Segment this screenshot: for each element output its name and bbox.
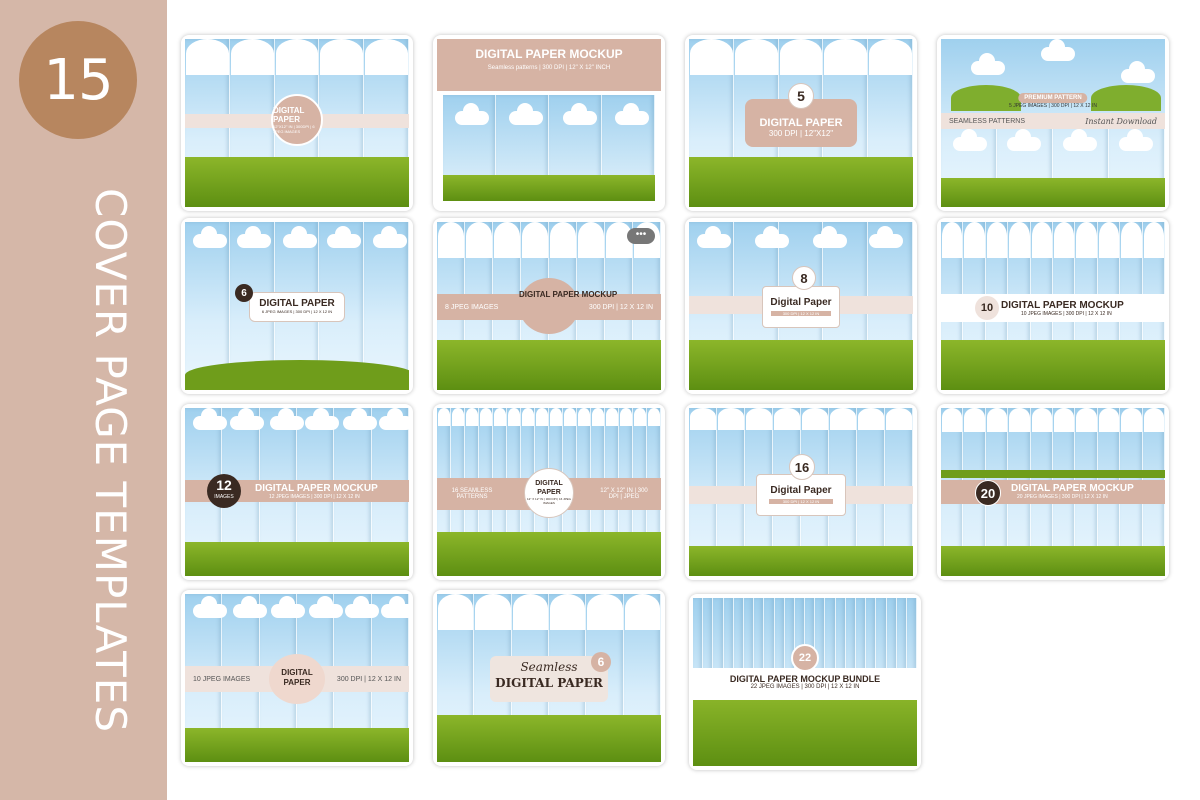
band-right: Instant Download [1085, 116, 1157, 126]
card-title: DIGITAL PAPER MOCKUP [475, 47, 623, 61]
template-card-4[interactable]: PREMIUM PATTERN 5 JPEG IMAGES | 300 DPI … [937, 35, 1169, 211]
band-sub: 10 JPEG IMAGES | 300 DPI | 12 X 12 IN [1021, 311, 1112, 317]
count-text: 15 [43, 47, 113, 113]
premium-sub: 5 JPEG IMAGES | 300 DPI | 12 X 12 IN [1009, 103, 1097, 109]
number-badge: 20 [975, 480, 1001, 506]
band-left: SEAMLESS PATTERNS [949, 117, 1025, 125]
band-right: 300 DPI | 12 X 12 IN [336, 675, 401, 683]
band-title: DIGITAL PAPER MOCKUP [1011, 483, 1134, 494]
number-badge: 8 [792, 266, 816, 290]
number-badge: 10 [975, 296, 999, 320]
vertical-title: COVER PAGE TEMPLATES [85, 187, 135, 733]
more-menu-button[interactable]: ••• [627, 228, 655, 244]
template-card-10[interactable]: 16 SEAMLESS PATTERNS 12" X 12" IN | 300 D… [433, 404, 665, 580]
number-badge: 6 [235, 284, 253, 302]
band-left: 10 JPEG IMAGES [193, 675, 251, 683]
template-card-6[interactable]: 8 JPEG IMAGES 300 DPI | 12 X 12 IN DIGITA… [433, 218, 665, 394]
band-sub: 20 JPEG IMAGES | 300 DPI | 12 X 12 IN [1017, 494, 1108, 500]
premium-tag: PREMIUM PATTERN [1018, 93, 1088, 103]
band-right: 12" X 12" IN | 300 DPI | JPEG [600, 488, 648, 500]
title-seal: DIGITAL PAPER MOCKUP [519, 278, 617, 334]
template-card-13[interactable]: 10 JPEG IMAGES 300 DPI | 12 X 12 IN DIGIT… [181, 590, 413, 766]
sidebar-panel: 15 COVER PAGE TEMPLATES [0, 0, 167, 800]
number-badge: 22 [791, 644, 819, 672]
title-seal: DIGITAL PAPER [269, 654, 325, 704]
title-wrapper: COVER PAGE TEMPLATES [80, 160, 140, 760]
band-title: DIGITAL PAPER MOCKUP [1001, 300, 1124, 311]
count-badge: 15 [19, 21, 137, 139]
band-right: 300 DPI | 12 X 12 IN [588, 303, 653, 311]
card-subtitle: Seamless patterns | 300 DPI | 12" X 12" … [487, 65, 611, 71]
number-badge: 16 [789, 454, 815, 480]
band-sub: 12 JPEG IMAGES | 300 DPI | 12 X 12 IN [269, 494, 360, 500]
number-badge: 6 [591, 652, 611, 672]
template-card-2[interactable]: DIGITAL PAPER MOCKUP Seamless patterns |… [433, 35, 665, 211]
band-left: 8 JPEG IMAGES [445, 303, 499, 311]
band-title: DIGITAL PAPER MOCKUP [255, 483, 378, 494]
number-badge: 5 [788, 83, 814, 109]
band-left: 16 SEAMLESS PATTERNS [451, 488, 493, 500]
